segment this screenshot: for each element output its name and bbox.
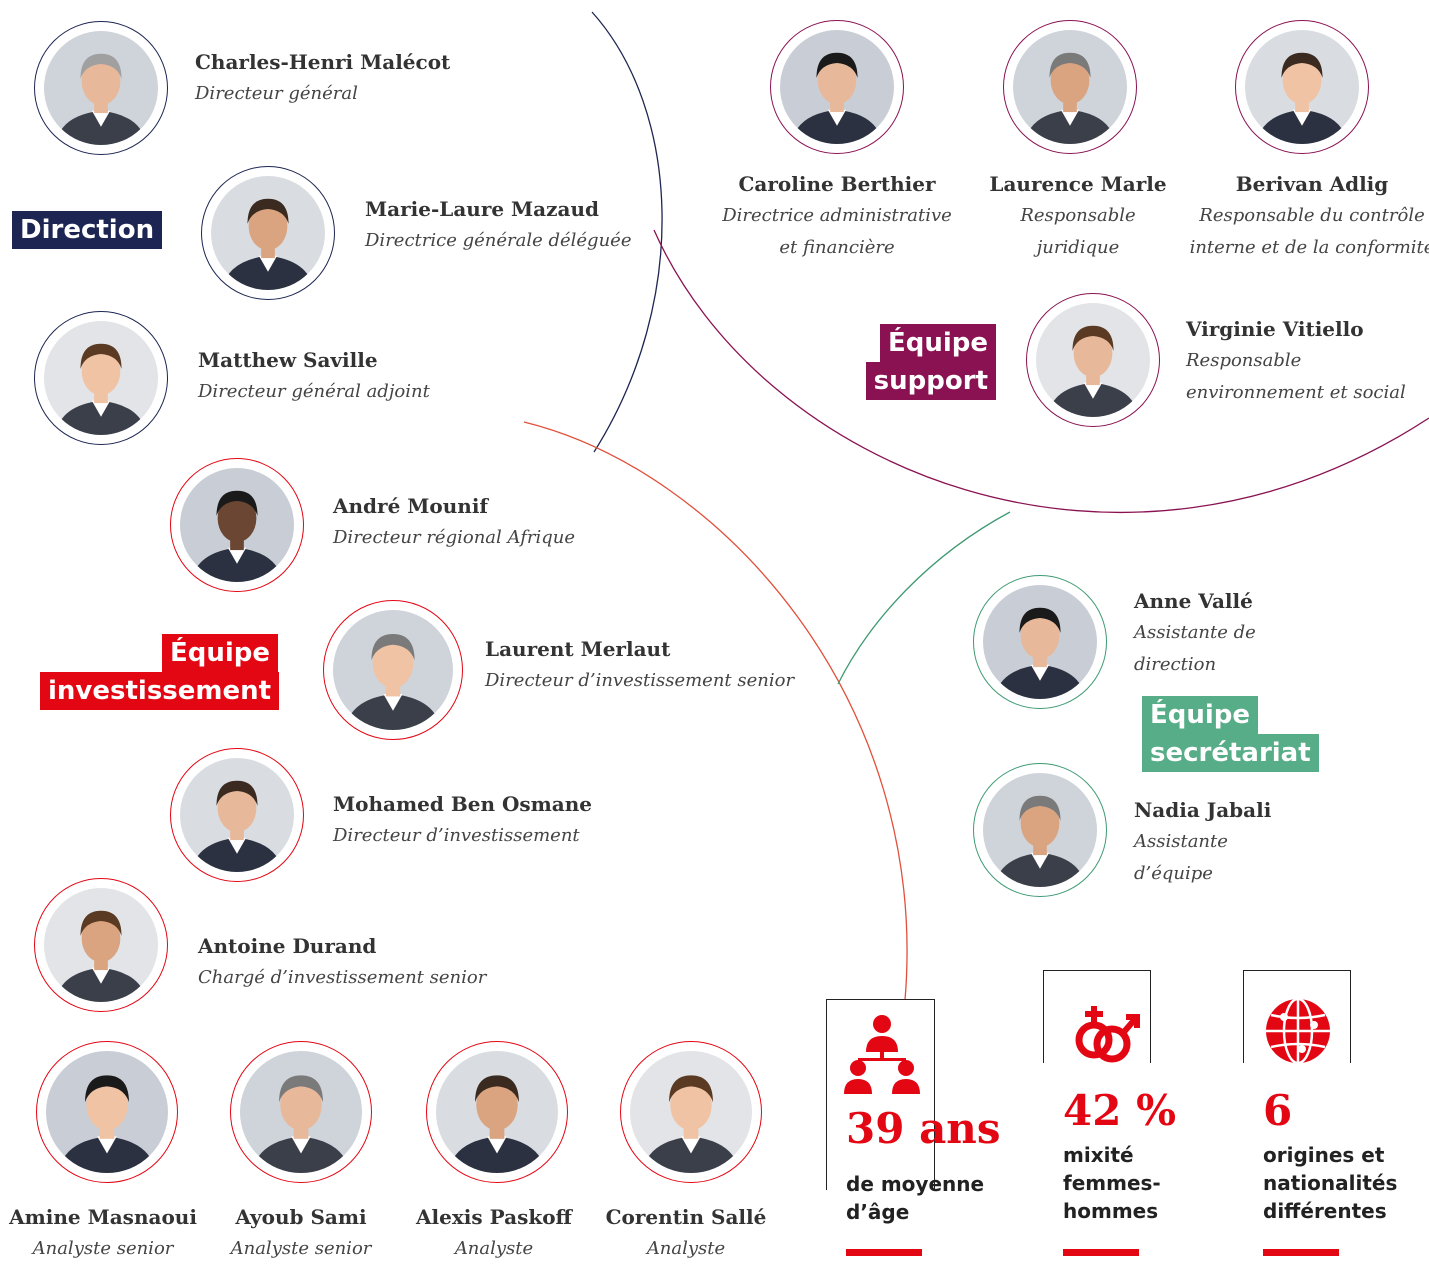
person-name-marie-laure-mazaud: Marie-Laure Mazaud <box>365 197 599 221</box>
portrait-anne-valle <box>973 575 1107 709</box>
person-role-alexis-paskoff: Analyste <box>455 1233 533 1265</box>
team-tag-secretariat: Équipe secrétariat <box>1142 696 1322 772</box>
person-name-laurence-marle: Laurence Marle <box>989 172 1167 196</box>
portrait-laurence-marle <box>1003 20 1137 154</box>
globe-icon <box>1262 995 1334 1071</box>
person-role-caroline-berthier: Directrice administrative et financière <box>722 200 952 264</box>
portrait-ayoub-sami <box>230 1041 372 1183</box>
portrait-corentin-salle <box>620 1041 762 1183</box>
person-role-amine-masnaoui: Analyste senior <box>33 1233 174 1265</box>
portrait-berivan-adlig <box>1235 20 1369 154</box>
role-line: interne et de la conformité <box>1189 237 1429 258</box>
person-name-antoine-durand: Antoine Durand <box>198 934 377 958</box>
person-name-mohamed-ben-osmane: Mohamed Ben Osmane <box>333 792 593 816</box>
portrait-laurent-merlaut <box>323 600 463 740</box>
stat-frame-gender <box>1043 970 1151 1063</box>
role-line: Responsable <box>1186 350 1302 371</box>
portrait-nadia-jabali <box>973 763 1107 897</box>
role-line: Analyste senior <box>32 1238 174 1259</box>
person-name-nadia-jabali: Nadia Jabali <box>1134 798 1272 822</box>
portrait-matthew-saville <box>34 311 168 445</box>
stat-value-origins: 6 <box>1263 1086 1293 1135</box>
investment-arc <box>523 421 908 1001</box>
team-tag-support: Équipe support <box>862 324 996 400</box>
role-line: Analyste <box>646 1238 726 1259</box>
person-role-marie-laure-mazaud: Directrice générale déléguée <box>365 225 631 257</box>
portrait-mohamed-ben-osmane <box>170 748 304 882</box>
stat-bar-age <box>846 1249 922 1256</box>
role-line: juridique <box>1036 237 1120 258</box>
role-line: Assistante de <box>1134 622 1256 643</box>
role-line: Assistante <box>1134 831 1228 852</box>
person-name-laurent-merlaut: Laurent Merlaut <box>485 637 671 661</box>
stat-frame-origins <box>1243 970 1351 1063</box>
person-name-berivan-adlig: Berivan Adlig <box>1235 172 1389 196</box>
portrait-caroline-berthier <box>770 20 904 154</box>
person-role-laurence-marle: Responsable juridique <box>1020 200 1135 264</box>
person-name-alexis-paskoff: Alexis Paskoff <box>416 1205 572 1229</box>
role-line: Analyste senior <box>230 1238 372 1259</box>
person-role-matthew-saville: Directeur général adjoint <box>198 376 430 408</box>
role-line: Directeur d’investissement senior <box>485 670 795 691</box>
gender-icon <box>1064 1000 1144 1074</box>
team-tag-investment: Équipe investissement <box>40 634 280 710</box>
role-line: Responsable du contrôle <box>1199 205 1425 226</box>
group-icon <box>842 1012 922 1100</box>
person-role-nadia-jabali: Assistante d’équipe <box>1134 826 1228 890</box>
role-line: Directeur régional Afrique <box>333 527 575 548</box>
person-name-anne-valle: Anne Vallé <box>1134 589 1253 613</box>
role-line: Directrice administrative <box>722 205 952 226</box>
person-role-antoine-durand: Chargé d’investissement senior <box>198 962 486 994</box>
person-name-andre-mounif: André Mounif <box>333 494 489 518</box>
role-line: direction <box>1134 654 1217 675</box>
portrait-charles-henri-malecot <box>34 21 168 155</box>
person-role-charles-henri-malecot: Directeur général <box>195 78 358 110</box>
stat-frame-age <box>826 999 935 1190</box>
portrait-amine-masnaoui <box>36 1041 178 1183</box>
portrait-alexis-paskoff <box>426 1041 568 1183</box>
person-role-ayoub-sami: Analyste senior <box>231 1233 372 1265</box>
person-name-ayoub-sami: Ayoub Sami <box>235 1205 367 1229</box>
role-line: Directeur d’investissement <box>333 825 580 846</box>
person-role-virginie-vitiello: Responsable environnement et social <box>1186 345 1406 409</box>
person-role-laurent-merlaut: Directeur d’investissement senior <box>485 665 794 697</box>
role-line: Chargé d’investissement senior <box>198 967 487 988</box>
person-name-corentin-salle: Corentin Sallé <box>605 1205 767 1229</box>
person-name-charles-henri-malecot: Charles-Henri Malécot <box>195 50 451 74</box>
role-line: environnement et social <box>1186 382 1406 403</box>
role-line: Directeur général adjoint <box>198 381 430 402</box>
person-role-mohamed-ben-osmane: Directeur d’investissement <box>333 820 580 852</box>
role-line: et financière <box>779 237 895 258</box>
person-name-caroline-berthier: Caroline Berthier <box>738 172 936 196</box>
person-name-virginie-vitiello: Virginie Vitiello <box>1186 317 1364 341</box>
role-line: Directeur général <box>195 83 358 104</box>
stat-bar-origins <box>1263 1249 1339 1256</box>
person-role-berivan-adlig: Responsable du contrôle interne et de la … <box>1190 200 1429 264</box>
person-role-anne-valle: Assistante de direction <box>1134 617 1256 681</box>
person-role-andre-mounif: Directeur régional Afrique <box>333 522 575 554</box>
stat-value-gender: 42 % <box>1063 1086 1176 1135</box>
team-tag-direction: Direction <box>12 211 163 249</box>
person-role-corentin-salle: Analyste <box>647 1233 725 1265</box>
role-line: Responsable <box>1020 205 1136 226</box>
portrait-andre-mounif <box>170 458 304 592</box>
person-name-matthew-saville: Matthew Saville <box>198 348 378 372</box>
stat-bar-gender <box>1063 1249 1139 1256</box>
stat-value-age: 39 ans <box>846 1104 1001 1153</box>
portrait-antoine-durand <box>34 878 168 1012</box>
role-line: Directrice générale déléguée <box>365 230 632 251</box>
person-name-amine-masnaoui: Amine Masnaoui <box>9 1205 197 1229</box>
portrait-virginie-vitiello <box>1026 293 1160 427</box>
portrait-marie-laure-mazaud <box>201 166 335 300</box>
role-line: Analyste <box>454 1238 534 1259</box>
role-line: d’équipe <box>1134 863 1213 884</box>
